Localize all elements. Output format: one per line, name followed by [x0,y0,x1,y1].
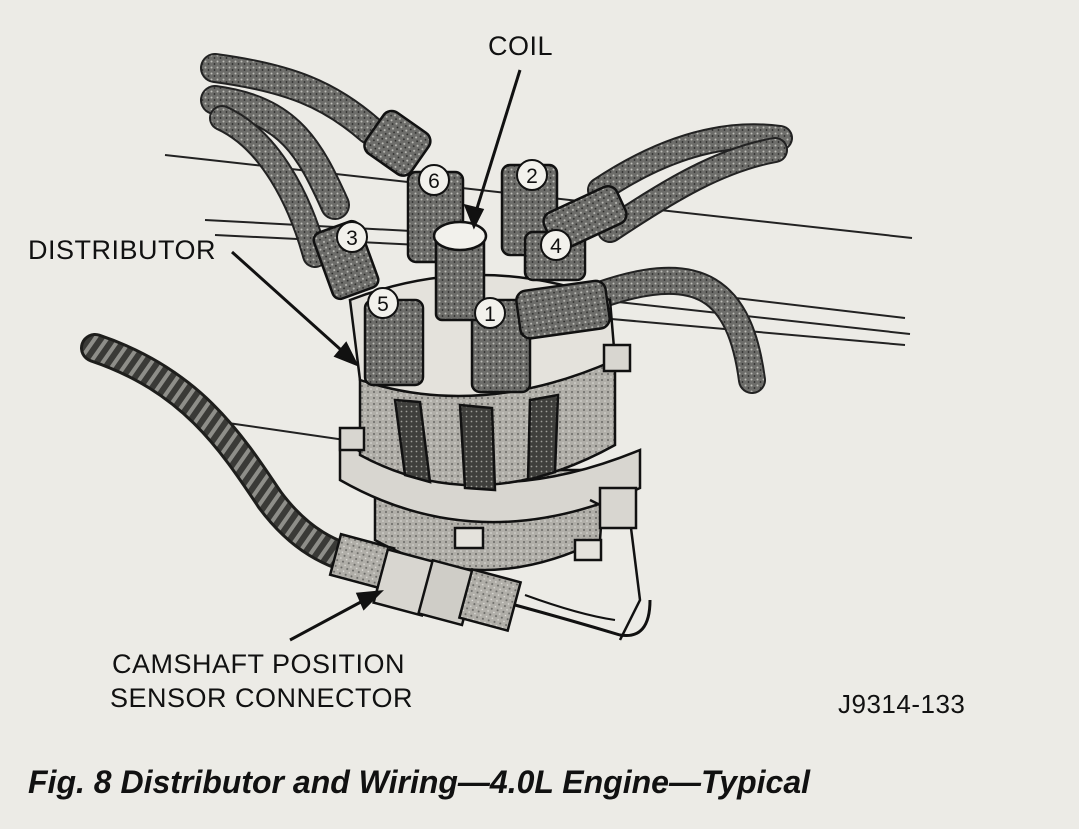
camshaft-label-line2: SENSOR CONNECTOR [110,683,414,713]
svg-text:5: 5 [377,293,389,316]
svg-text:4: 4 [550,235,562,258]
spark-plug-wires [200,53,793,394]
svg-text:1: 1 [484,303,496,326]
coil-label: COIL [488,31,554,61]
camshaft-label-line1: CAMSHAFT POSITION [112,649,406,679]
terminal-3: 3 [336,221,368,253]
svg-text:3: 3 [346,227,358,250]
figure-code: J9314-133 [838,689,966,719]
terminal-1: 1 [474,297,506,329]
svg-text:2: 2 [526,165,538,188]
camshaft-sensor-connector [328,532,652,638]
leader-arrows [230,69,522,642]
figure-caption: Fig. 8 Distributor and Wiring—4.0L Engin… [28,764,811,800]
distributor-label: DISTRIBUTOR [28,235,217,265]
terminal-6: 6 [418,164,450,196]
terminal-4: 4 [540,229,572,261]
terminal-2: 2 [516,159,548,191]
svg-text:6: 6 [428,170,440,193]
terminal-5: 5 [367,287,399,319]
wiring-harness-conduit [80,333,385,580]
terminal-number-markers: 1 2 3 4 5 6 [336,159,572,329]
